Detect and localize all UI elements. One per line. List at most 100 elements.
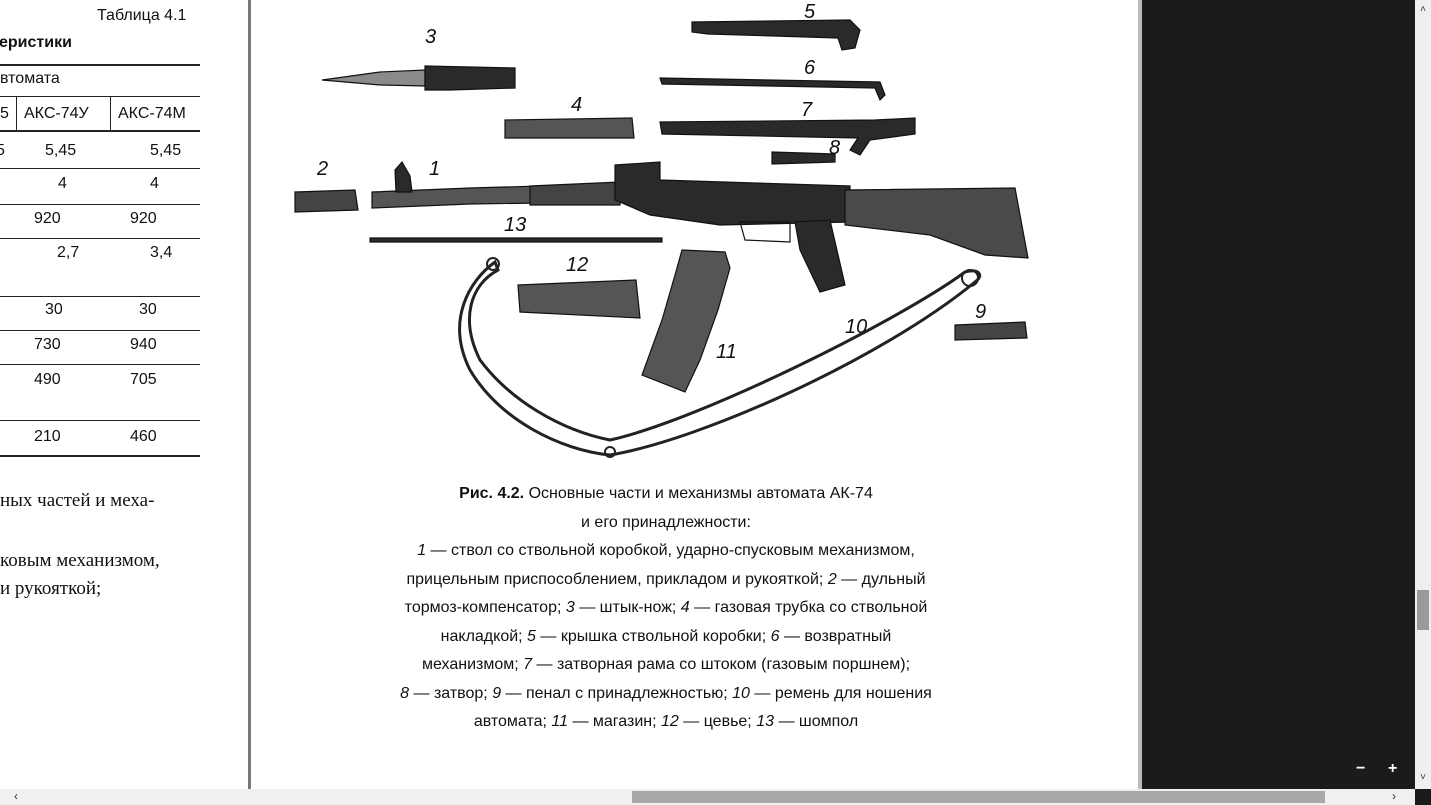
- table-cell: 940: [130, 336, 157, 353]
- dust-cover: [691, 19, 861, 51]
- rifle-stock: [844, 187, 1029, 259]
- part-label-11: 11: [716, 341, 737, 363]
- table-cell: 4: [150, 175, 159, 192]
- caption-line: автомата; 11 — магазин; 12 — цевье; 13 —…: [473, 713, 859, 730]
- lower-handguard: [517, 279, 641, 319]
- rifle-receiver: [614, 161, 851, 226]
- part-label-5: 5: [804, 1, 816, 23]
- horizontal-scrollbar[interactable]: ‹ ›: [0, 789, 1415, 805]
- part-label-9: 9: [975, 301, 987, 323]
- caption-line: тормоз-компенсатор; 3 — штык-нож; 4 — га…: [404, 599, 928, 616]
- table-cell: 490: [34, 371, 61, 388]
- table-cell: 460: [130, 428, 157, 445]
- rifle-grip: [794, 219, 846, 293]
- table-rule: [0, 296, 200, 297]
- table-cell: 3,4: [150, 244, 173, 261]
- caption-line: прицельным приспособлением, прикладом и …: [406, 570, 926, 588]
- part-label-8: 8: [829, 137, 841, 159]
- table-col-divider: [110, 96, 111, 130]
- table-rule: [0, 364, 200, 365]
- scroll-right-arrow-icon[interactable]: ›: [1392, 789, 1396, 803]
- caption-line: накладкой; 5 — крышка ствольной коробки;…: [440, 627, 892, 645]
- part-label-3: 3: [425, 26, 437, 48]
- vertical-scrollbar[interactable]: ˄ ˅: [1415, 0, 1431, 789]
- zoom-in-button[interactable]: +: [1388, 760, 1398, 777]
- sling-buckle: [961, 269, 979, 287]
- table-rule: [0, 130, 200, 132]
- page-edge: [1138, 0, 1142, 789]
- table-col-header: 5: [0, 105, 9, 122]
- table-cell: 730: [34, 336, 61, 353]
- bayonet-handle: [424, 65, 516, 91]
- page-gutter: [248, 0, 251, 789]
- vertical-scroll-thumb[interactable]: [1417, 590, 1429, 630]
- table-caption: Таблица 4.1: [97, 7, 187, 24]
- table-rule: [0, 330, 200, 331]
- sling-buckle: [604, 446, 616, 458]
- part-label-4: 4: [571, 94, 583, 116]
- caption-line: 1 — ствол со ствольной коробкой, ударно-…: [417, 542, 915, 559]
- body-text-line: и рукояткой;: [0, 578, 102, 599]
- recoil-spring: [659, 77, 886, 102]
- table-cell: 4: [58, 175, 67, 192]
- table-cell: 5,45: [45, 142, 77, 159]
- bolt-carrier: [659, 117, 916, 156]
- table-cell: 920: [34, 210, 61, 227]
- horizontal-scroll-thumb[interactable]: [632, 791, 1325, 803]
- caption-title-line: Рис. 4.2. Основные части и механизмы авт…: [459, 485, 873, 502]
- table-cell: 5,45: [150, 142, 182, 159]
- table-title: еристики: [0, 34, 72, 51]
- part-label-6: 6: [804, 57, 816, 79]
- front-sight: [394, 160, 413, 193]
- table-cell: 705: [130, 371, 157, 388]
- table-cell: 920: [130, 210, 157, 227]
- table-rule: [0, 238, 200, 239]
- table-col-header-aks74m: АКС-74М: [118, 105, 186, 122]
- scroll-down-arrow-icon[interactable]: ˅: [1420, 772, 1426, 783]
- part-label-7: 7: [801, 99, 813, 121]
- muzzle-brake: [294, 189, 359, 213]
- table-group-header: втомата: [0, 70, 60, 87]
- rifle-parts-illustration: [294, 19, 1029, 458]
- viewer-background: [1142, 0, 1415, 789]
- gas-tube: [504, 117, 635, 139]
- sling: [458, 259, 982, 457]
- rifle-handguard: [529, 181, 621, 206]
- table-cell: 30: [45, 301, 63, 318]
- scroll-left-arrow-icon[interactable]: ‹: [14, 789, 18, 803]
- bolt: [771, 151, 836, 165]
- caption-figure-number: Рис. 4.2.: [459, 485, 525, 502]
- table-rule: [0, 64, 200, 66]
- table-rule: [0, 455, 200, 457]
- part-label-1: 1: [429, 158, 441, 180]
- table-rule: [0, 420, 200, 421]
- table-cell: 5: [0, 142, 5, 159]
- zoom-out-button[interactable]: −: [1356, 760, 1366, 777]
- bayonet: [321, 69, 426, 87]
- table-cell: 30: [139, 301, 157, 318]
- part-label-12: 12: [566, 254, 589, 276]
- table-cell: 210: [34, 428, 61, 445]
- table-rule: [0, 204, 200, 205]
- part-label-2: 2: [317, 158, 329, 180]
- table-rule: [0, 168, 200, 169]
- figure-caption: Рис. 4.2. Основные части и механизмы авт…: [330, 480, 1002, 737]
- left-page: Таблица 4.1 еристики втомата 5 АКС-74У А…: [0, 0, 248, 789]
- scroll-up-arrow-icon[interactable]: ˄: [1420, 4, 1426, 15]
- table-col-header-aks74u: АКС-74У: [24, 105, 89, 122]
- accessory-case: [954, 321, 1028, 341]
- magazine: [641, 249, 731, 393]
- sling-buckle: [486, 257, 500, 271]
- part-label-10: 10: [845, 316, 868, 338]
- body-text-line: ных частей и меха-: [0, 490, 155, 511]
- rifle-trigger-guard: [739, 221, 791, 243]
- caption-title-line: и его принадлежности:: [581, 513, 751, 531]
- caption-line: 8 — затвор; 9 — пенал с принадлежностью;…: [400, 684, 932, 702]
- cleaning-rod: [369, 237, 663, 243]
- caption-line: механизмом; 7 — затворная рама со штоком…: [421, 656, 911, 673]
- part-label-13: 13: [504, 214, 527, 236]
- table-cell: 2,7: [57, 244, 80, 261]
- body-text-line: ковым механизмом,: [0, 550, 160, 571]
- table-col-divider: [16, 96, 17, 130]
